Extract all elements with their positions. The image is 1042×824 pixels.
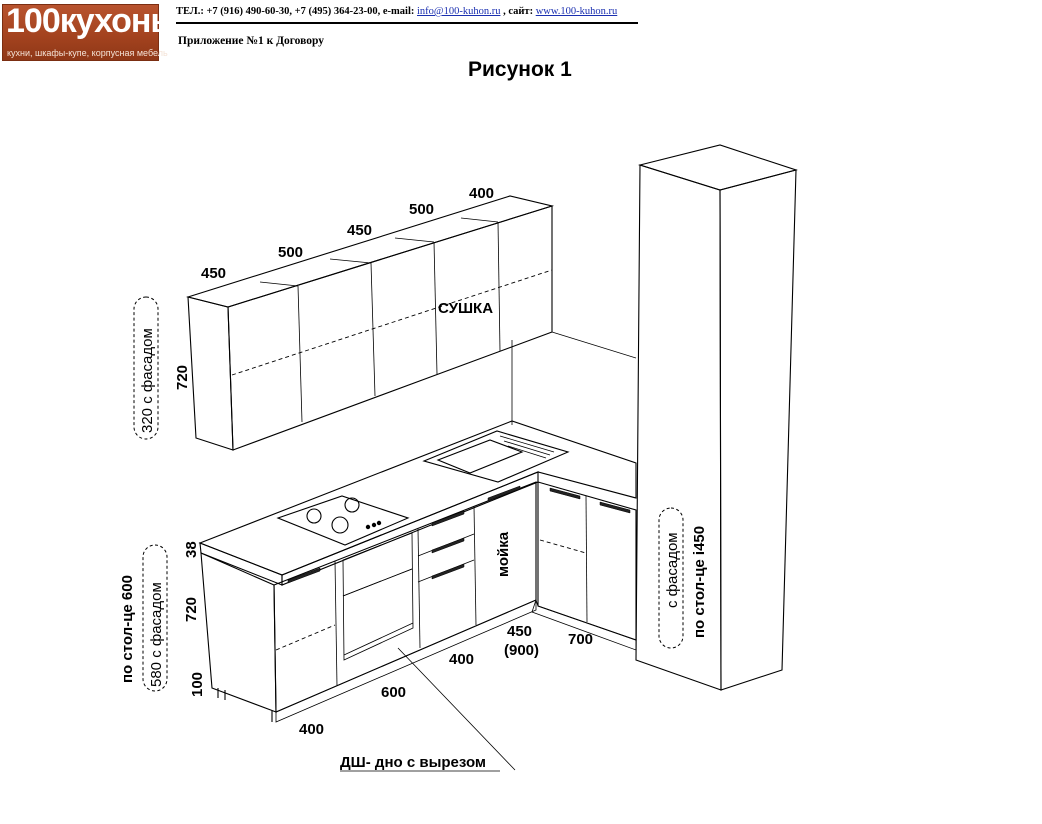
- sink-label: мойка: [495, 531, 512, 577]
- upper-cabinets: [185, 195, 555, 451]
- dimension-labels: 450 500 450 500 400 СУШКА 720 320 с фаса…: [119, 185, 708, 772]
- sink: [422, 430, 570, 483]
- upper-width-4: 500: [409, 201, 434, 218]
- logo-tagline: кухни, шкафы-купе, корпусная мебель: [7, 48, 168, 58]
- legs-height-label: 100: [189, 672, 206, 697]
- base-400-mid: 400: [449, 651, 474, 668]
- upper-width-2: 500: [278, 244, 303, 261]
- drying-label: СУШКА: [438, 300, 493, 317]
- gas-hob: [276, 495, 410, 546]
- upper-height-label: 720: [174, 365, 191, 390]
- tall-depth-label: по стол-це і450: [691, 526, 708, 638]
- company-logo: 100кухонь кухни, шкафы-купе, корпусная м…: [2, 2, 171, 61]
- contacts-site-prefix: , сайт:: [500, 6, 536, 17]
- appendix-caption: Приложение №1 к Договору: [178, 35, 325, 47]
- facade-580-label: 580 с фасадом: [148, 582, 165, 687]
- top-thickness-label: 38: [183, 541, 200, 558]
- base-450: 450: [507, 623, 532, 640]
- countertop: [198, 420, 637, 586]
- base-600: 600: [381, 684, 406, 701]
- base-700: 700: [568, 631, 593, 648]
- site-link[interactable]: www.100-kuhon.ru: [535, 6, 618, 17]
- back-walls: [511, 331, 637, 425]
- email-link[interactable]: info@100-kuhon.ru: [417, 6, 501, 17]
- callout-leader: [397, 647, 516, 771]
- header-contacts: ТЕЛ.: +7 (916) 490-60-30, +7 (495) 364-2…: [176, 6, 638, 24]
- upper-width-5: 400: [469, 185, 494, 202]
- tall-facade-label: с фасадом: [664, 532, 681, 608]
- upper-width-3: 450: [347, 222, 372, 239]
- upper-facade-pill: [133, 296, 159, 440]
- base-cabinets: [200, 481, 637, 723]
- base-400-front: 400: [299, 721, 324, 738]
- upper-facade-label: 320 с фасадом: [139, 328, 156, 433]
- depth-600-label: по стол-це 600: [119, 575, 136, 683]
- contacts-phones: ТЕЛ.: +7 (916) 490-60-30, +7 (495) 364-2…: [176, 6, 417, 17]
- lower-height-label: 720: [183, 597, 200, 622]
- tall-facade-pill: [658, 507, 684, 649]
- tall-cabinet: [635, 144, 798, 691]
- base-900: (900): [504, 642, 539, 659]
- upper-width-1: 450: [201, 265, 226, 282]
- callout-label: ДШ- дно с вырезом: [340, 754, 486, 771]
- figure-title: Рисунок 1: [468, 58, 572, 81]
- facade-580-pill: [142, 544, 168, 692]
- logo-text: 100кухонь: [6, 2, 171, 40]
